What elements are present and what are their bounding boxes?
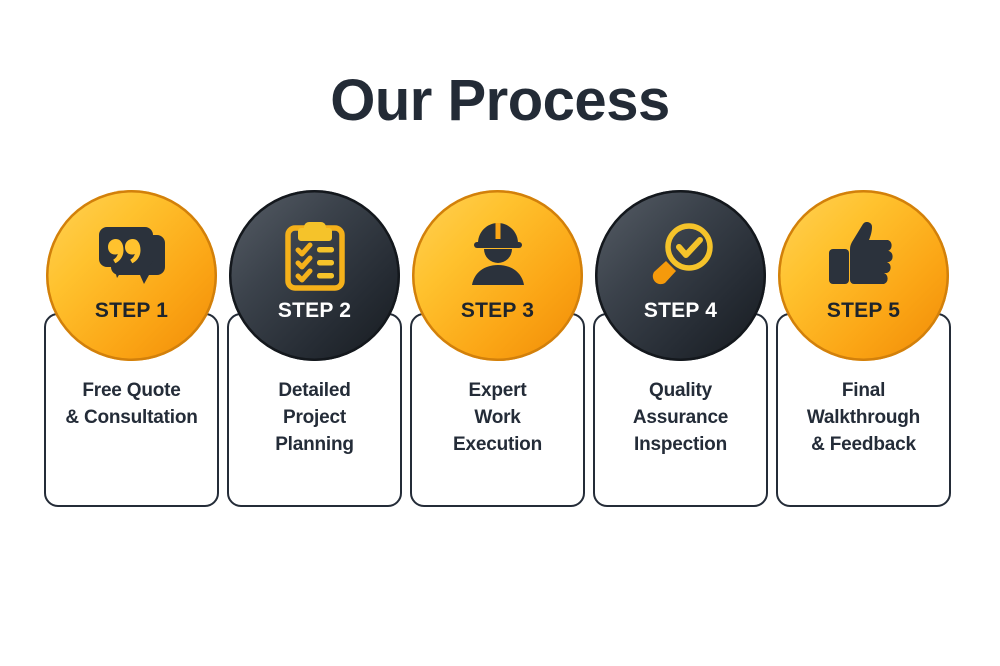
process-step-5[interactable]: Final Walkthrough & Feedback STEP 5 xyxy=(776,190,951,520)
process-step-4[interactable]: Quality Assurance Inspection STEP 4 xyxy=(593,190,768,520)
page-title: Our Process xyxy=(330,68,670,133)
process-step-1[interactable]: Free Quote & Consultation STEP 1 xyxy=(44,190,219,520)
process-step-2[interactable]: Detailed Project Planning STEP 2 xyxy=(227,190,402,520)
step-circle-1: STEP 1 xyxy=(46,190,217,361)
step-label-3: STEP 3 xyxy=(460,299,535,322)
process-steps-row: Free Quote & Consultation STEP 1 Detaile… xyxy=(44,190,956,520)
step-circle-2: STEP 2 xyxy=(229,190,400,361)
step-card-5: Final Walkthrough & Feedback xyxy=(776,313,951,507)
clipboard-checklist-icon xyxy=(275,216,355,296)
step-card-title-5: Final Walkthrough & Feedback xyxy=(806,380,921,455)
step-label-1: STEP 1 xyxy=(94,299,169,322)
step-card-title-3: Expert Work Execution xyxy=(453,380,542,455)
step-label-4: STEP 4 xyxy=(643,299,718,322)
step-label-5: STEP 5 xyxy=(826,299,901,322)
speech-bubble-quote-icon xyxy=(92,216,172,296)
step-card-title-1: Free Quote & Consultation xyxy=(65,380,198,428)
magnifier-check-icon xyxy=(641,216,721,296)
step-circle-5: STEP 5 xyxy=(778,190,949,361)
step-card-title-2: Detailed Project Planning xyxy=(275,380,354,455)
step-circle-3: STEP 3 xyxy=(412,190,583,361)
construction-worker-icon xyxy=(458,216,538,296)
thumbs-up-icon xyxy=(824,216,904,296)
step-circle-4: STEP 4 xyxy=(595,190,766,361)
process-step-3[interactable]: Expert Work Execution STEP 3 xyxy=(410,190,585,520)
step-card-title-4: Quality Assurance Inspection xyxy=(632,380,729,455)
step-label-2: STEP 2 xyxy=(277,299,352,322)
